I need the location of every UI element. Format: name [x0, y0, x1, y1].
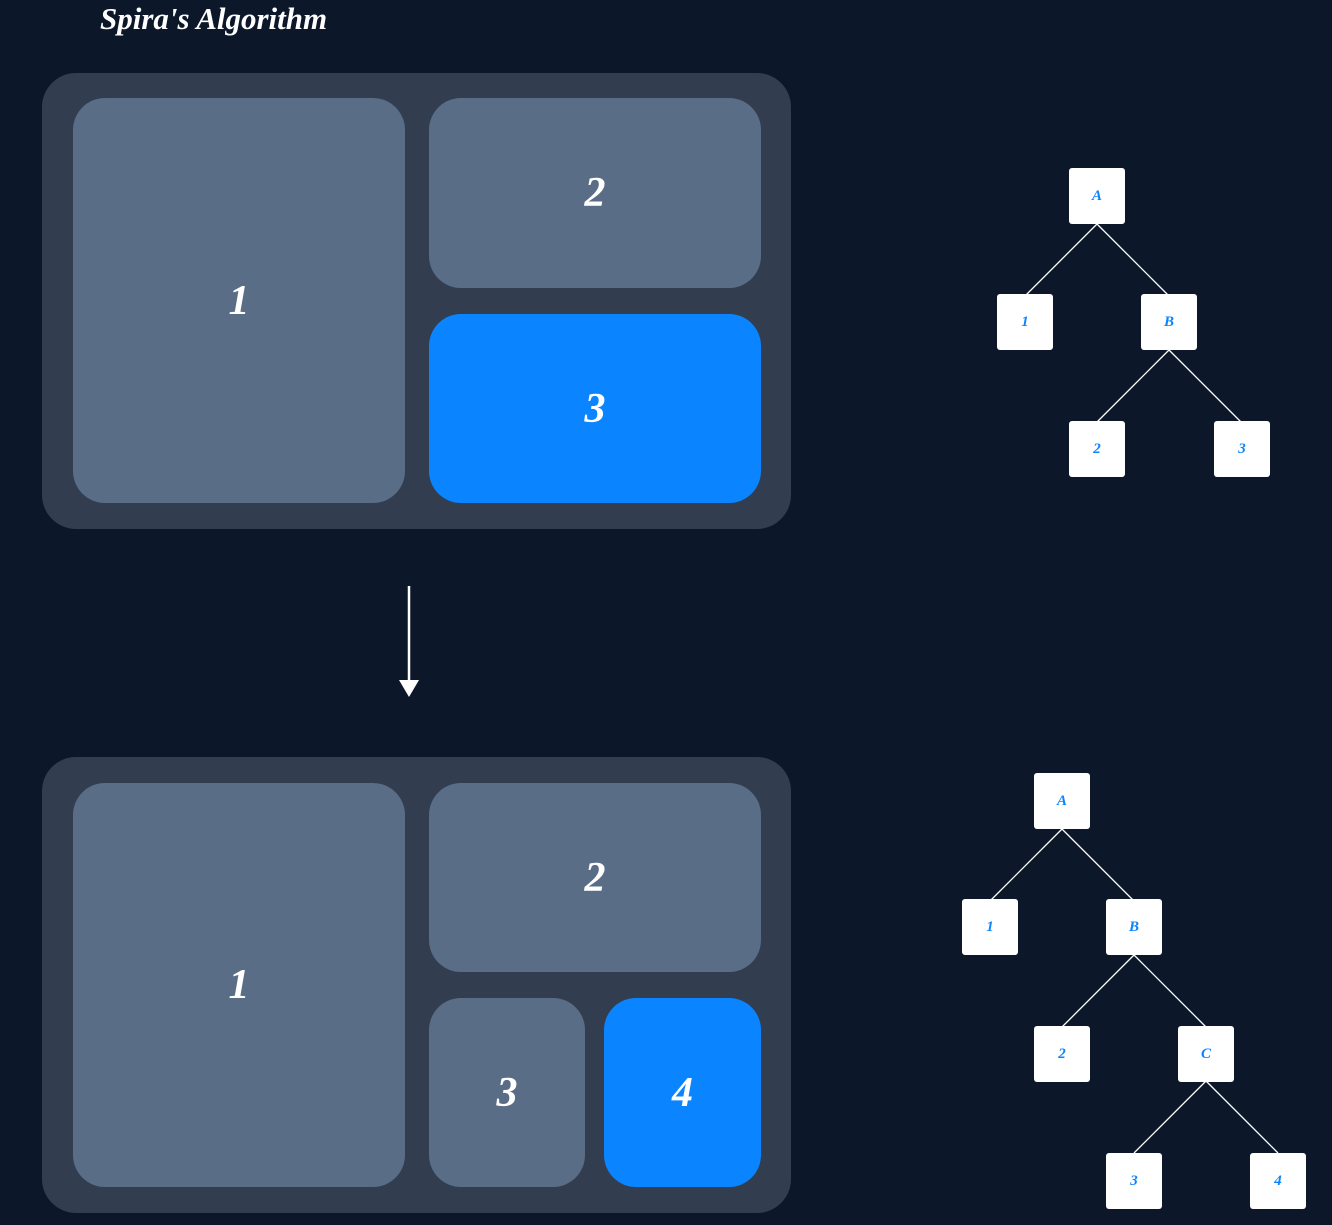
layout-before: 1 2 3: [42, 73, 791, 529]
tree-node-leaf-2: 2: [1069, 421, 1125, 477]
tree-node-leaf-1: 1: [962, 899, 1018, 955]
tree-node-b: B: [1106, 899, 1162, 955]
tree-edge: [989, 828, 1063, 902]
tree-node-leaf-2: 2: [1034, 1026, 1090, 1082]
tree-node-c: C: [1178, 1026, 1234, 1082]
window-tile-4-active: 4: [604, 998, 761, 1187]
tree-edge: [1096, 349, 1170, 423]
tree-before-edges: [1024, 223, 1242, 423]
tree-edge: [1024, 223, 1098, 297]
tree-after-edges: [989, 828, 1279, 1154]
tree-node-leaf-3: 3: [1106, 1153, 1162, 1209]
tree-edge: [1133, 954, 1207, 1028]
window-tile-3: 3: [429, 998, 585, 1187]
diagram-title: Spira's Algorithm: [100, 1, 328, 36]
window-tile-1: 1: [73, 98, 405, 503]
window-tile-3-active: 3: [429, 314, 761, 503]
tree-edge: [1205, 1080, 1279, 1154]
window-tile-2: 2: [429, 783, 761, 972]
arrow-down-icon: [399, 586, 419, 697]
tree-edge: [1133, 1080, 1207, 1154]
tree-edge: [1096, 223, 1170, 297]
tree-edge: [1061, 954, 1135, 1028]
tree-node-leaf-1: 1: [997, 294, 1053, 350]
tree-node-leaf-3: 3: [1214, 421, 1270, 477]
window-tile-2: 2: [429, 98, 761, 288]
tree-node-leaf-4: 4: [1250, 1153, 1306, 1209]
window-tile-1: 1: [73, 783, 405, 1187]
tree-node-b: B: [1141, 294, 1197, 350]
layout-after: 1 2 3 4: [42, 757, 791, 1213]
tree-node-a: A: [1069, 168, 1125, 224]
tree-edge: [1168, 349, 1242, 423]
tree-node-a: A: [1034, 773, 1090, 829]
tree-edge: [1061, 828, 1135, 902]
